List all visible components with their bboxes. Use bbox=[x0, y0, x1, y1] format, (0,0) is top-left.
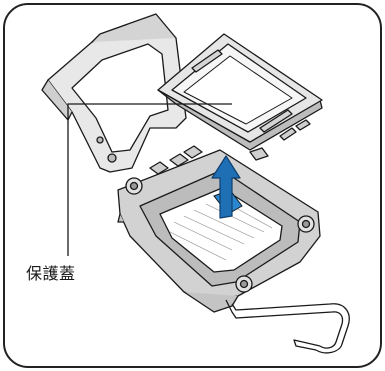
callout-leader bbox=[67, 103, 232, 256]
up-arrow-icon bbox=[211, 155, 243, 219]
socket-base bbox=[117, 145, 321, 313]
load-plate bbox=[41, 13, 187, 173]
protective-cover-label: 保護蓋 bbox=[26, 264, 76, 283]
protective-cover bbox=[157, 33, 323, 151]
retention-lever bbox=[225, 299, 350, 354]
